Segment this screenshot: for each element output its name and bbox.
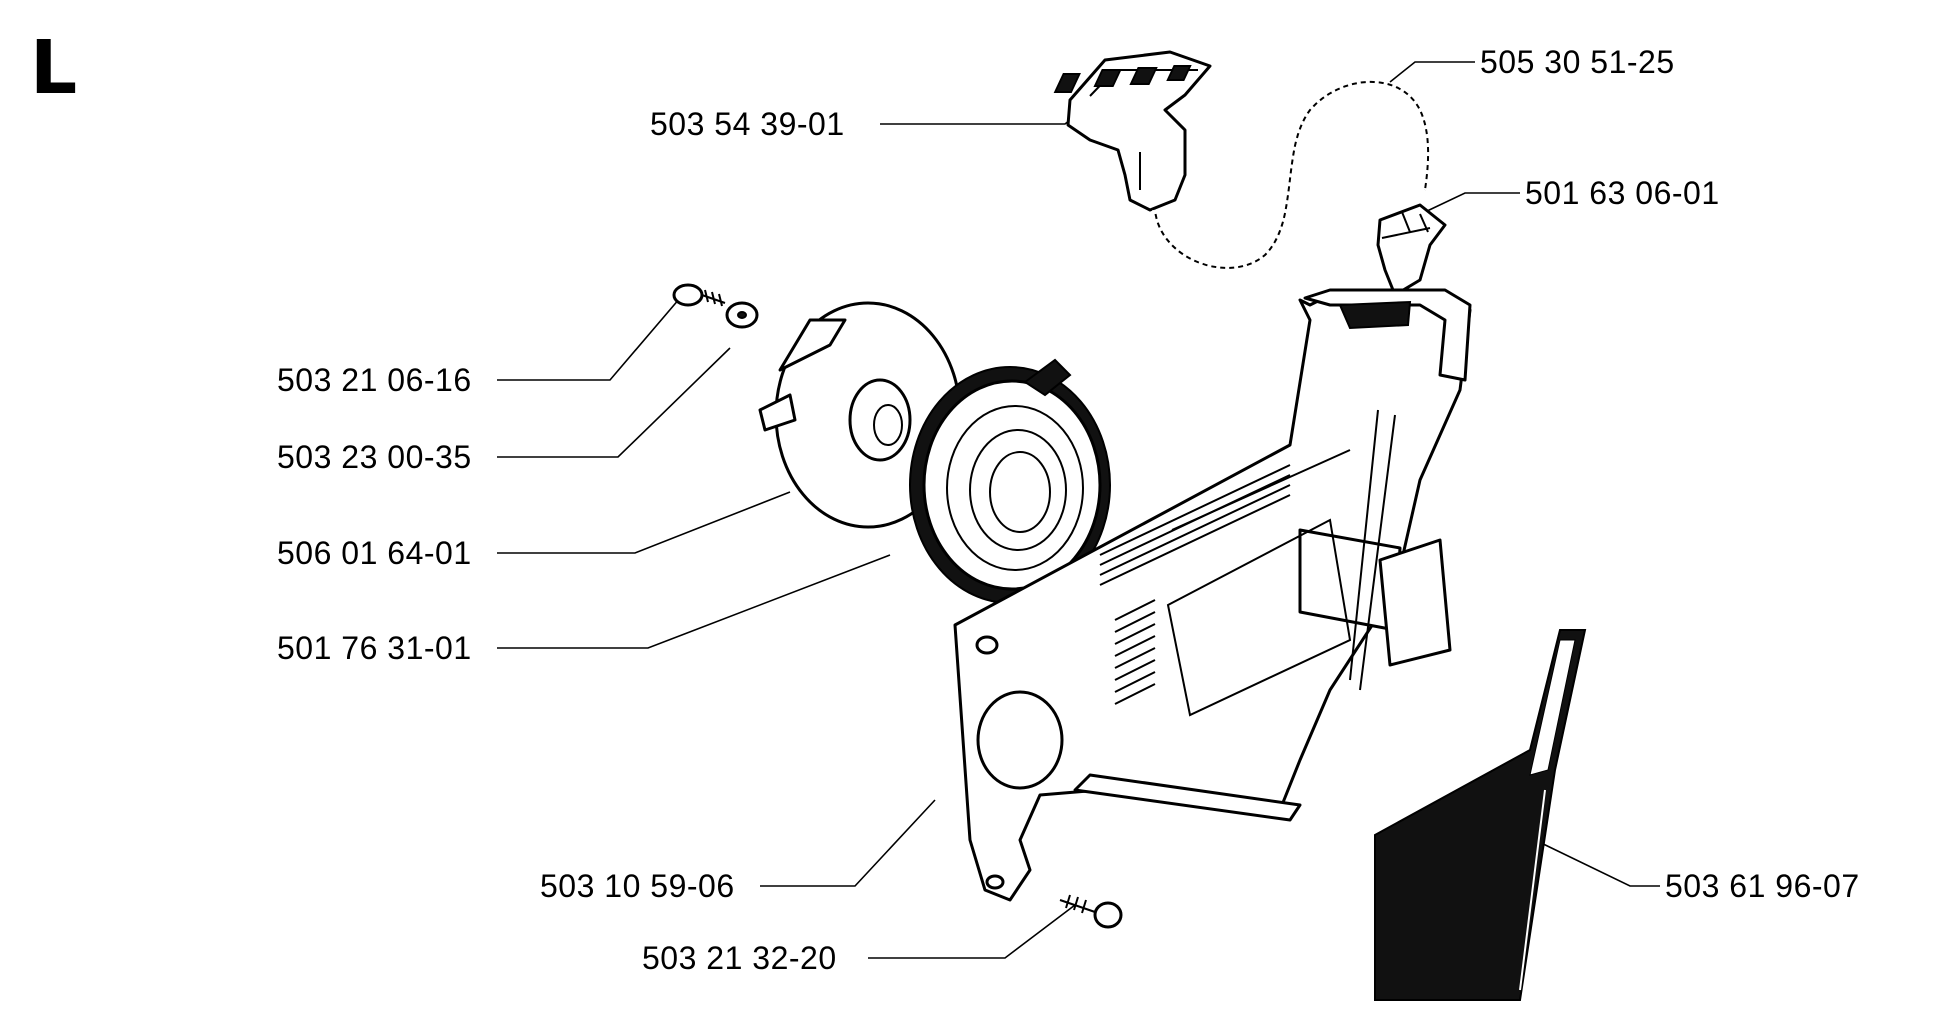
leader-lines [497,61,1660,959]
housing-vents [1099,464,1291,705]
part-label-503-21-06-16: 503 21 06-16 [277,362,472,398]
screw-bottom [1059,894,1123,929]
rope-guide-bushing [1376,203,1447,297]
leader-503-21-06-16 [497,297,681,381]
leader-501-76-31-01 [497,554,891,649]
washer [725,301,759,329]
decal-plate [1374,629,1587,1001]
leader-503-10-59-06 [760,799,936,887]
starter-handle [1053,50,1212,212]
part-label-503-21-32-20: 503 21 32-20 [642,940,837,976]
leader-503-21-32-20 [868,904,1076,959]
screw-top [672,283,726,307]
leader-505-30-51-25 [1389,61,1475,83]
starter-housing [953,288,1472,902]
part-label-501-63-06-01: 501 63 06-01 [1525,175,1720,211]
part-label-503-61-96-07: 503 61 96-07 [1665,868,1860,904]
part-label-501-76-31-01: 501 76 31-01 [277,630,472,666]
leader-506-01-64-01 [497,491,791,554]
part-label-505-30-51-25: 505 30 51-25 [1480,44,1675,80]
part-label-503-23-00-35: 503 23 00-35 [277,439,472,475]
starter-rope [1152,78,1432,271]
recoil-spring [909,358,1111,604]
part-label-503-10-59-06: 503 10 59-06 [540,868,735,904]
leader-501-63-06-01 [1424,192,1520,213]
leader-503-61-96-07 [1534,839,1660,887]
leader-503-23-00-35 [497,347,731,458]
part-label-506-01-64-01: 506 01 64-01 [277,535,472,571]
part-label-503-54-39-01: 503 54 39-01 [650,106,845,142]
section-letter: L [30,25,78,111]
leader-503-54-39-01 [880,111,1081,125]
